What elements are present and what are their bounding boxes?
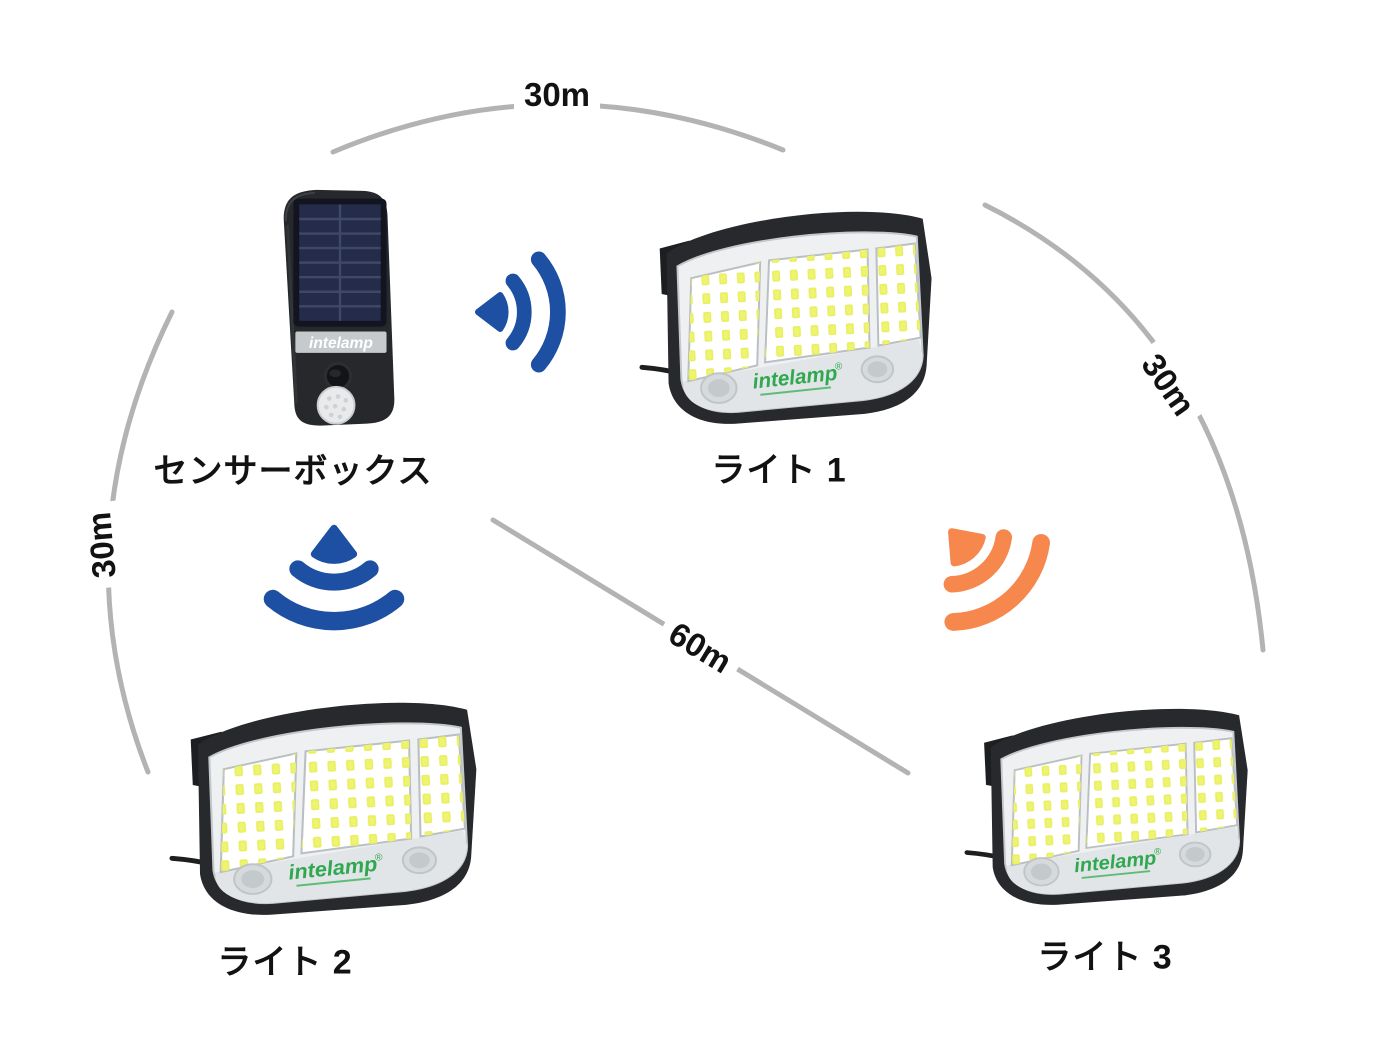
wifi-signal-icon-sensor-to-light1 [478, 259, 558, 364]
wifi-signal-icon-light1-to-light3 [908, 492, 1056, 638]
light-3-image [967, 709, 1248, 905]
sensor-box-image [282, 188, 396, 428]
label-light-3: ライト 3 [1029, 938, 1181, 977]
label-light-2: ライト 2 [209, 943, 361, 982]
distance-label-left: 30m [80, 500, 124, 590]
light-2-image [172, 703, 476, 915]
wifi-signal-icon-sensor-to-light2 [273, 528, 395, 621]
label-sensor-box: センサーボックス [145, 452, 441, 491]
distance-label-top: 30m [513, 76, 601, 114]
light-1-image [642, 212, 932, 424]
label-light-1: ライト 1 [703, 451, 855, 490]
